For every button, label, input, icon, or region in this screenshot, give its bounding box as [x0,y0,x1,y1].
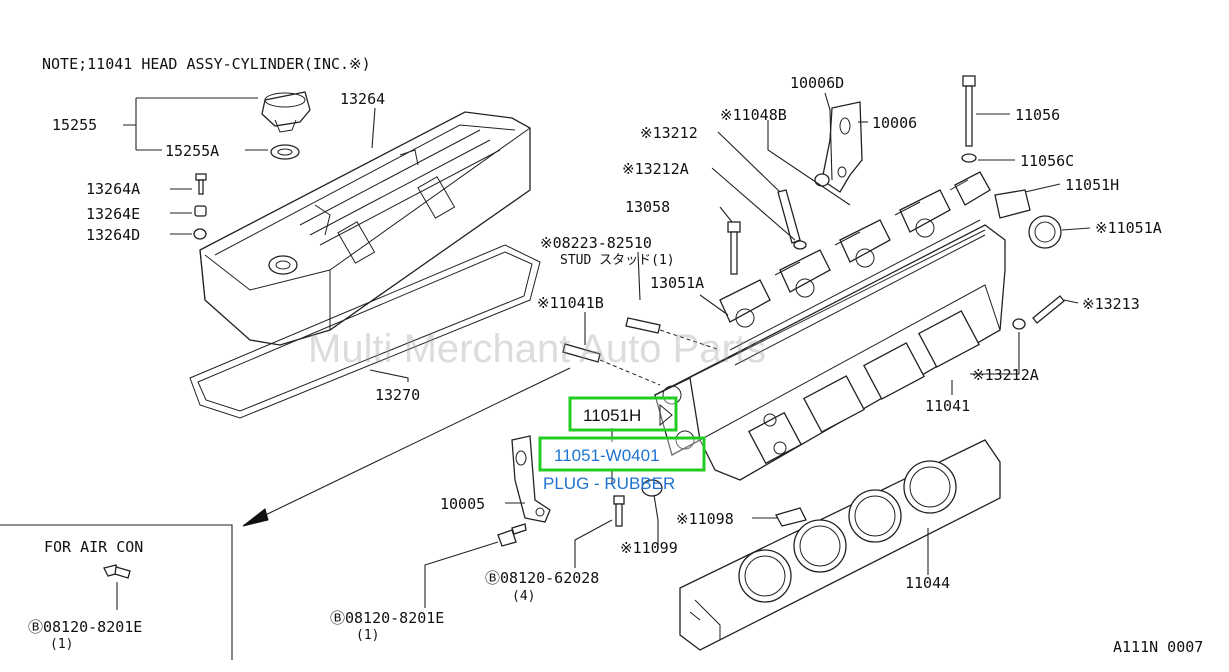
part-labels: 15255 15255A 13264 13264A 13264E 13264D … [52,74,1162,643]
label-13270: 13270 [375,386,420,404]
label-11048B: ※11048B [720,106,787,124]
label-11041B: ※11041B [537,294,604,312]
label-13264E: 13264E [86,205,140,223]
label-13213: ※13213 [1082,295,1140,313]
highlight-11051H[interactable]: 11051H [568,396,678,432]
highlight-box-11051H[interactable] [568,396,678,432]
label-11098: ※11098 [676,510,734,528]
label-13212A-top: ※13212A [622,160,689,178]
highlight-label-11051H[interactable]: 11051H [583,406,641,425]
highlight-box-11051-W0401[interactable] [538,436,706,472]
label-08120-62028: Ⓑ08120-62028 [485,569,599,587]
bracket-10006-drawing [814,101,863,193]
label-11041: 11041 [925,397,970,415]
figure-code: A111N 0007 [1113,638,1203,656]
cover-fasteners-drawing [193,173,207,240]
plug-rubber-label[interactable]: PLUG - RUBBER [543,474,675,493]
label-11044: 11044 [905,574,950,592]
label-15255A: 15255A [165,142,219,160]
plug-11051A-drawing [1028,215,1062,249]
label-08223-82510: ※08223-82510 [540,234,652,252]
label-qty-4: (4) [512,589,535,604]
plug-11051H-drawing [994,189,1031,219]
alignment-line [599,359,661,386]
label-15255: 15255 [52,116,97,134]
highlight-label-11051-W0401[interactable]: 11051-W0401 [554,446,660,465]
oil-filler-cap-drawing [261,91,311,160]
stud-13213-drawing [1032,295,1065,324]
stud-11041B-drawing [562,317,661,363]
air-con-inset: FOR AIR CON Ⓑ08120-8201E (1) [0,524,233,660]
label-13212: ※13212 [640,124,698,142]
label-13264A: 13264A [86,180,140,198]
label-11051A: ※11051A [1095,219,1162,237]
alignment-line [659,329,721,351]
stud-13212-drawing [777,189,807,250]
label-11051H-right: 11051H [1065,176,1119,194]
nut-13212A-drawing [1012,318,1026,330]
cylinder-head-drawing [653,171,1006,481]
inset-part-label: Ⓑ08120-8201E [28,618,142,636]
cover-gasket-drawing [189,244,541,419]
bolt-11099-drawing [613,495,625,527]
label-qty-1: (1) [356,628,379,643]
label-stud: STUD スタッド(1) [560,253,675,268]
bracket-10005-drawing [511,435,551,523]
label-11056C: 11056C [1020,152,1074,170]
inset-title: FOR AIR CON [44,538,143,556]
plug-outline-icon [659,403,673,427]
label-10005: 10005 [440,495,485,513]
highlight-11051-W0401[interactable]: 11051-W0401 [538,436,706,472]
watermark: Multi Merchant Auto Parts [308,327,766,371]
label-10006: 10006 [872,114,917,132]
seal-11098-drawing [641,479,807,527]
leader-lines [123,92,1091,608]
bolt-13058-drawing [727,221,741,275]
label-11099: ※11099 [620,539,678,557]
header-note: NOTE;11041 HEAD ASSY-CYLINDER(INC.※) [42,55,371,73]
bolt-08120-8201E-drawing [497,523,527,547]
inset-arrow [242,367,571,527]
label-08120-8201E: Ⓑ08120-8201E [330,609,444,627]
label-13051A: 13051A [650,274,704,292]
label-13058: 13058 [625,198,670,216]
head-gasket-drawing [679,439,1001,651]
rocker-cover-drawing [199,111,531,346]
label-13264D: 13264D [86,226,140,244]
inset-qty-label: (1) [50,637,73,652]
head-bolt-drawing [961,75,977,163]
label-13212A-right: ※13212A [972,366,1039,384]
label-13264: 13264 [340,90,385,108]
label-11056: 11056 [1015,106,1060,124]
label-10006D: 10006D [790,74,844,92]
